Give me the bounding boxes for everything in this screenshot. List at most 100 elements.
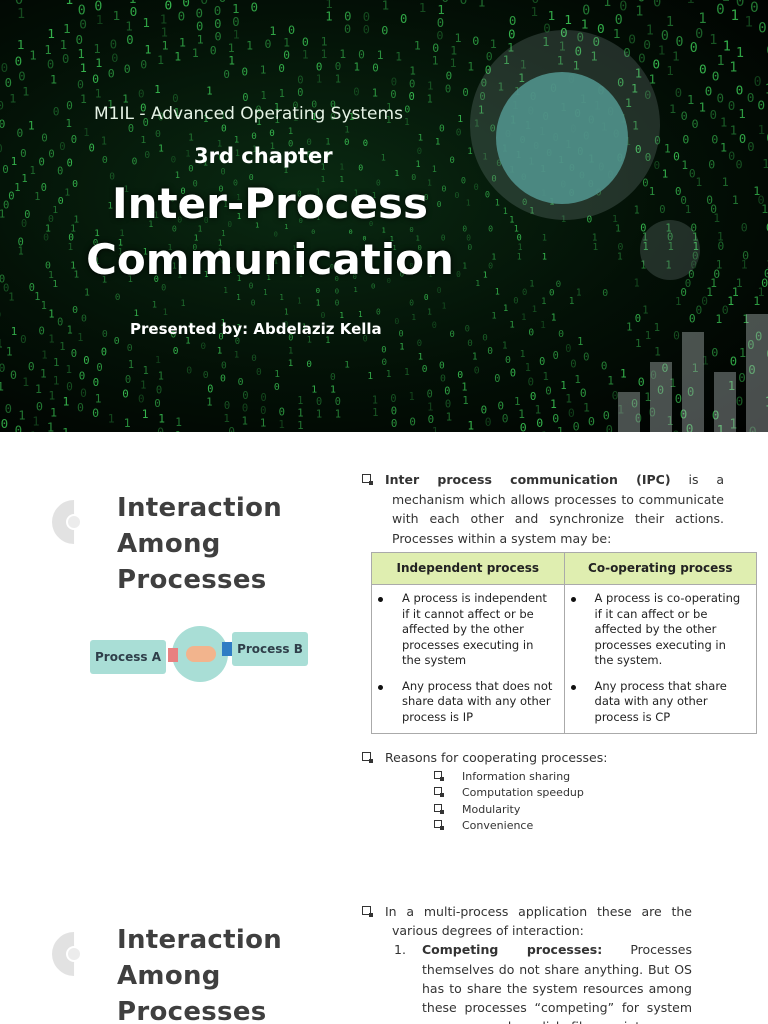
matrix-digit: 0 — [214, 17, 221, 31]
matrix-digit: 0 — [703, 431, 711, 432]
matrix-digit: 1 — [18, 247, 24, 258]
matrix-digit: 0 — [274, 382, 280, 393]
reason-label: Modularity — [462, 802, 521, 816]
matrix-digit: 1 — [228, 41, 235, 55]
matrix-digit: 0 — [766, 43, 768, 59]
matrix-digit: 1 — [22, 375, 29, 389]
matrix-digit: 1 — [134, 202, 139, 212]
matrix-digit: 0 — [736, 394, 744, 409]
matrix-digit: 1 — [255, 221, 259, 230]
matrix-digit: 0 — [130, 5, 138, 20]
matrix-digit: 0 — [758, 21, 767, 37]
matrix-digit: 1 — [35, 382, 42, 396]
matrix-digit: 0 — [316, 60, 323, 73]
matrix-digit: 1 — [745, 14, 754, 30]
matrix-digit: 1 — [478, 106, 484, 117]
matrix-digit: 0 — [509, 13, 517, 28]
matrix-digit: 1 — [128, 360, 134, 371]
matrix-digit: 0 — [488, 261, 493, 271]
matrix-digit: 1 — [372, 407, 378, 419]
matrix-digit: 1 — [221, 319, 226, 329]
list-item: Computation speedup — [434, 785, 607, 801]
matrix-digit: 1 — [269, 24, 276, 38]
heading-line: Processes — [117, 997, 267, 1024]
matrix-digit: 1 — [299, 271, 303, 279]
matrix-digit: 0 — [617, 75, 624, 89]
matrix-digit: 0 — [437, 286, 442, 295]
matrix-digit: 0 — [766, 221, 768, 235]
matrix-digit: 0 — [667, 232, 673, 244]
matrix-digit: 0 — [5, 76, 12, 90]
matrix-digit: 1 — [490, 37, 497, 51]
matrix-digit: 1 — [279, 293, 284, 302]
matrix-digit: 1 — [730, 124, 737, 138]
matrix-digit: 1 — [502, 340, 508, 351]
matrix-digit: 0 — [428, 413, 435, 426]
matrix-digit: 0 — [699, 63, 707, 78]
matrix-digit: 1 — [293, 113, 299, 124]
matrix-digit: 1 — [113, 9, 121, 24]
matrix-digit: 1 — [256, 117, 262, 128]
matrix-digit: 0 — [689, 313, 696, 326]
matrix-digit: 0 — [316, 397, 322, 408]
matrix-digit: 0 — [193, 180, 198, 190]
matrix-digit: 0 — [650, 368, 657, 382]
matrix-digit: 0 — [83, 355, 89, 367]
matrix-digit: 0 — [369, 220, 373, 228]
matrix-digit: 0 — [682, 133, 689, 147]
matrix-digit: 0 — [172, 93, 178, 105]
matrix-digit: 0 — [528, 327, 534, 338]
matrix-digit: 0 — [221, 124, 227, 135]
matrix-digit: 0 — [409, 261, 413, 270]
matrix-digit: 1 — [169, 251, 174, 261]
heading-line: Interaction — [117, 493, 283, 523]
matrix-digit: 1 — [564, 13, 572, 28]
matrix-digit: 0 — [490, 123, 496, 134]
matrix-digit: 0 — [249, 282, 254, 291]
matrix-digit: 1 — [354, 189, 359, 198]
matrix-digit: 0 — [391, 76, 397, 88]
matrix-digit: 0 — [363, 10, 370, 24]
matrix-digit: 1 — [267, 273, 271, 282]
matrix-digit: 0 — [446, 70, 453, 83]
matrix-digit: 0 — [311, 228, 315, 236]
matrix-digit: 1 — [709, 32, 717, 48]
matrix-digit: 1 — [446, 410, 453, 423]
square-bullet-icon — [362, 906, 373, 917]
matrix-digit: 0 — [424, 193, 429, 202]
matrix-digit: 1 — [437, 2, 445, 17]
matrix-digit: 0 — [747, 91, 755, 106]
matrix-digit: 0 — [157, 425, 164, 432]
matrix-digit: 0 — [753, 0, 762, 1]
matrix-digit: 0 — [124, 62, 131, 76]
matrix-digit: 0 — [445, 84, 451, 96]
matrix-digit: 0 — [711, 133, 718, 147]
matrix-digit: 0 — [399, 330, 404, 340]
matrix-digit: 1 — [325, 138, 330, 148]
matrix-digit: 0 — [631, 397, 638, 411]
matrix-digit: 1 — [288, 358, 294, 369]
matrix-digit: 0 — [178, 8, 186, 23]
matrix-digit: 1 — [654, 345, 661, 358]
matrix-digit: 0 — [739, 132, 746, 146]
matrix-digit: 1 — [77, 47, 84, 61]
matrix-digit: 0 — [293, 0, 301, 1]
arc-decoration — [42, 490, 106, 554]
matrix-digit: 0 — [256, 104, 262, 115]
matrix-digit: 0 — [691, 221, 698, 234]
matrix-digit: 1 — [194, 198, 199, 208]
matrix-digit: 0 — [261, 393, 267, 404]
matrix-digit: 0 — [94, 0, 102, 14]
matrix-digit: 0 — [409, 78, 415, 90]
matrix-digit: 0 — [297, 88, 303, 99]
matrix-digit: 1 — [34, 292, 40, 303]
matrix-digit: 1 — [60, 37, 68, 52]
matrix-digit: 1 — [394, 168, 399, 178]
matrix-digit: 1 — [228, 266, 233, 275]
matrix-digit: 0 — [549, 288, 555, 299]
matrix-digit: 1 — [213, 208, 218, 217]
matrix-digit: 1 — [0, 337, 3, 350]
matrix-digit: 1 — [270, 142, 275, 152]
matrix-digit: 0 — [757, 99, 765, 114]
matrix-digit: 1 — [645, 329, 652, 342]
